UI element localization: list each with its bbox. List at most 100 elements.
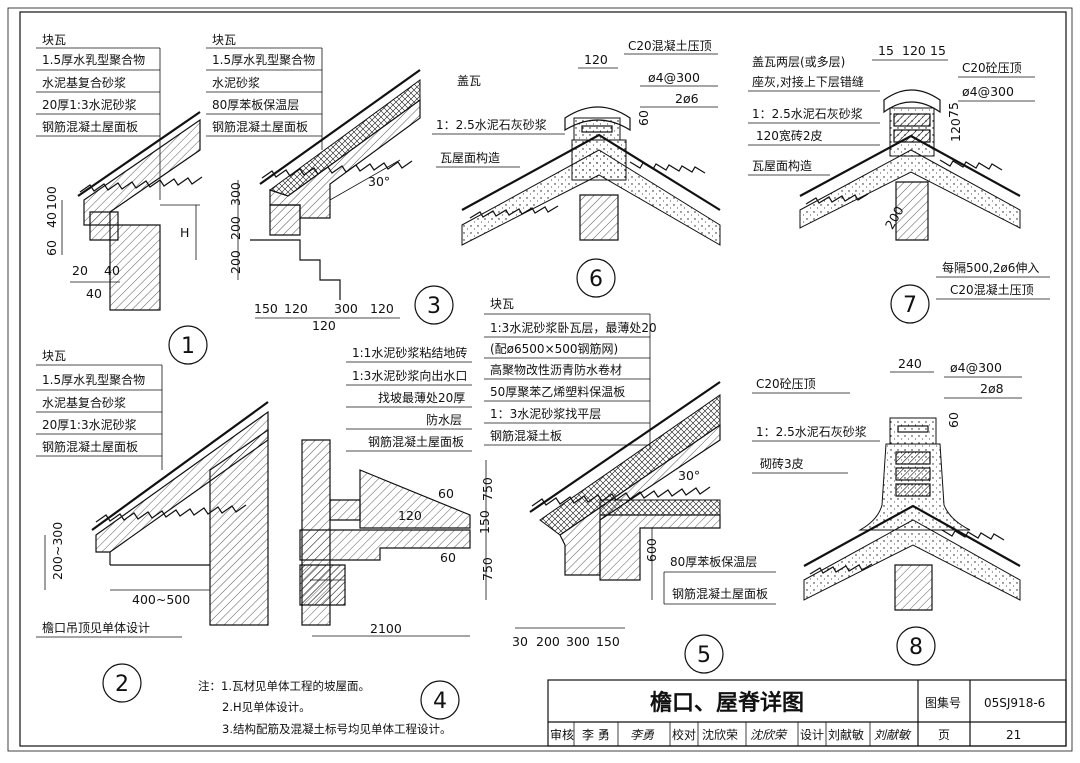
d8-number: 8 [909,635,923,660]
detail-7: 盖瓦两层(或多层) 座灰,对接上下层错缝 C20砼压顶 ø4@300 1：2.5… [748,43,1050,324]
d8-label-2: 2ø8 [980,381,1004,396]
d5-label-5: 1：3水泥砂浆找平层 [490,406,601,421]
note-line-2: 2.H见单体设计。 [222,700,311,714]
d3-dim-8: 30° [368,174,390,189]
d7-label-5: 120宽砖2皮 [756,128,823,143]
d2-label-0: 块瓦 [42,349,66,363]
d5-label-7: 80厚苯板保温层 [670,555,757,569]
d1-dim-0: 60 [44,240,59,256]
drawing-frame [19,11,1067,747]
d4-dim-4: 120 [398,508,422,523]
d1-label-2: 水泥基复合砂浆 [42,75,126,90]
d5-dim-0: 30° [678,468,700,483]
d7-label-8: C20混凝土压顶 [950,282,1034,297]
d8-label-0: C20砼压顶 [756,377,816,391]
d6-label-1: C20混凝土压顶 [628,38,712,53]
d2-dim-0: 200~300 [50,522,65,580]
d6-label-4: 1：2.5水泥石灰砂浆 [436,117,547,132]
d4-label-4: 钢筋混凝土屋面板 [368,434,464,449]
d5-dim-3: 200 [536,634,560,649]
d5-label-0: 块瓦 [490,297,514,311]
d4-label-3: 防水层 [426,412,462,427]
d2-number-circle [102,663,142,703]
d5-label-8: 钢筋混凝土屋面板 [672,586,768,601]
d5-number: 5 [697,643,711,668]
page-label: 页 [938,728,950,742]
d4-number-circle [420,680,460,720]
d3-dim-3: 150 [254,301,278,316]
detail-1: 块瓦 1.5厚水乳型聚合物 水泥基复合砂浆 20厚1:3水泥砂浆 钢筋混凝土屋面… [36,33,208,365]
d3-dim-2: 300 [228,182,243,206]
d4-label-2: 找坡最薄处20厚 [378,390,465,405]
d5-label-2: (配ø6500×500钢筋网) [490,341,618,356]
d7-label-4: 1：2.5水泥石灰砂浆 [752,106,863,121]
designer-name: 刘献敏 [828,727,864,742]
d7-dim-0: 15 [878,43,894,58]
d3-label-4: 钢筋混凝土屋面板 [212,119,308,134]
d2-caption: 檐口吊顶见单体设计 [42,621,150,635]
d7-label-1: 座灰,对接上下层错缝 [752,74,864,89]
d7-label-7: 每隔500,2ø6伸入 [942,260,1039,275]
reviewer-signature: 李勇 [630,728,655,742]
d3-label-1: 1.5厚水乳型聚合物 [212,52,315,67]
d2-label-3: 20厚1:3水泥砂浆 [42,417,137,432]
d4-label-1: 1:3水泥砂浆向出水口 [352,368,467,383]
d7-number: 7 [903,293,917,318]
d8-number-circle [896,626,936,666]
d8-label-4: 砌砖3皮 [760,456,804,471]
review-label: 审核 [550,727,574,742]
d1-dim-5: 40 [86,286,102,301]
d5-dim-4: 300 [566,634,590,649]
check-label: 校对 [672,727,696,742]
d1-label-1: 1.5厚水乳型聚合物 [42,52,145,67]
d4-dim-0: 750 [480,477,495,501]
d2-number: 2 [115,672,129,697]
d3-number-circle [414,285,454,325]
atlas-value: 05SJ918-6 [984,696,1045,710]
d6-number: 6 [589,267,603,292]
detail-4: 1:1水泥砂浆粘结地砖 1:3水泥砂浆向出水口 找坡最薄处20厚 防水层 钢筋混… [299,345,495,720]
detail-2: 块瓦 1.5厚水乳型聚合物 水泥基复合砂浆 20厚1:3水泥砂浆 钢筋混凝土屋面… [36,349,269,703]
d1-dim-2: 100 [44,186,59,210]
d5-number-circle [684,634,724,674]
d1-label-4: 钢筋混凝土屋面板 [42,119,138,134]
detail-8: C20砼压顶 ø4@300 2ø8 1：2.5水泥石灰砂浆 砌砖3皮 240 6… [752,356,1022,666]
d7-dim-4: 120 [948,118,963,142]
d1-label-0: 块瓦 [42,33,66,47]
d6-label-0: 盖瓦 [457,74,481,88]
d4-dim-2: 750 [480,557,495,581]
d5-dim-5: 150 [596,634,620,649]
d1-number-circle [168,325,208,365]
d5-label-6: 钢筋混凝土板 [490,428,562,443]
d1-dim-H: H [180,225,189,240]
d7-dim-2: 15 [930,43,946,58]
d6-label-5: 瓦屋面构造 [440,150,500,165]
d7-label-0: 盖瓦两层(或多层) [752,55,845,69]
design-label: 设计 [800,728,824,742]
d5-label-1: 1:3水泥砂浆卧瓦层，最薄处20 [490,320,657,335]
d2-label-2: 水泥基复合砂浆 [42,395,126,410]
d6-dim-0: 120 [584,52,608,67]
d8-dim-1: 60 [946,412,961,428]
d4-dim-3: 60 [438,486,454,501]
d3-number: 3 [427,294,441,319]
d7-dim-1: 120 [902,43,926,58]
d3-label-2: 水泥砂浆 [212,75,260,90]
title-block: 檐口、屋脊详图 图集号 05SJ918-6 页 21 审核 李 勇 李勇 校对 … [547,679,1067,747]
d4-dim-1: 150 [477,510,492,534]
detail-5: 块瓦 1:3水泥砂浆卧瓦层，最薄处20 (配ø6500×500钢筋网) 高聚物改… [484,297,776,674]
d6-label-2: ø4@300 [648,70,700,85]
notes: 注：1.瓦材见单体工程的坡屋面。 2.H见单体设计。 3.结构配筋及混凝土标号均… [198,679,451,736]
d7-label-3: ø4@300 [962,84,1014,99]
d3-label-3: 80厚苯板保温层 [212,98,299,112]
d4-dim-5: 60 [440,550,456,565]
detail-3: 块瓦 1.5厚水乳型聚合物 水泥砂浆 80厚苯板保温层 钢筋混凝土屋面板 30°… [206,33,454,333]
d5-label-3: 高聚物改性沥青防水卷材 [490,362,622,377]
d1-dim-1: 40 [44,212,59,228]
drawing-title: 檐口、屋脊详图 [650,690,804,716]
d1-dim-4: 40 [104,263,120,278]
d5-dim-1: 600 [644,538,659,562]
d3-dim-1: 200 [228,216,243,240]
